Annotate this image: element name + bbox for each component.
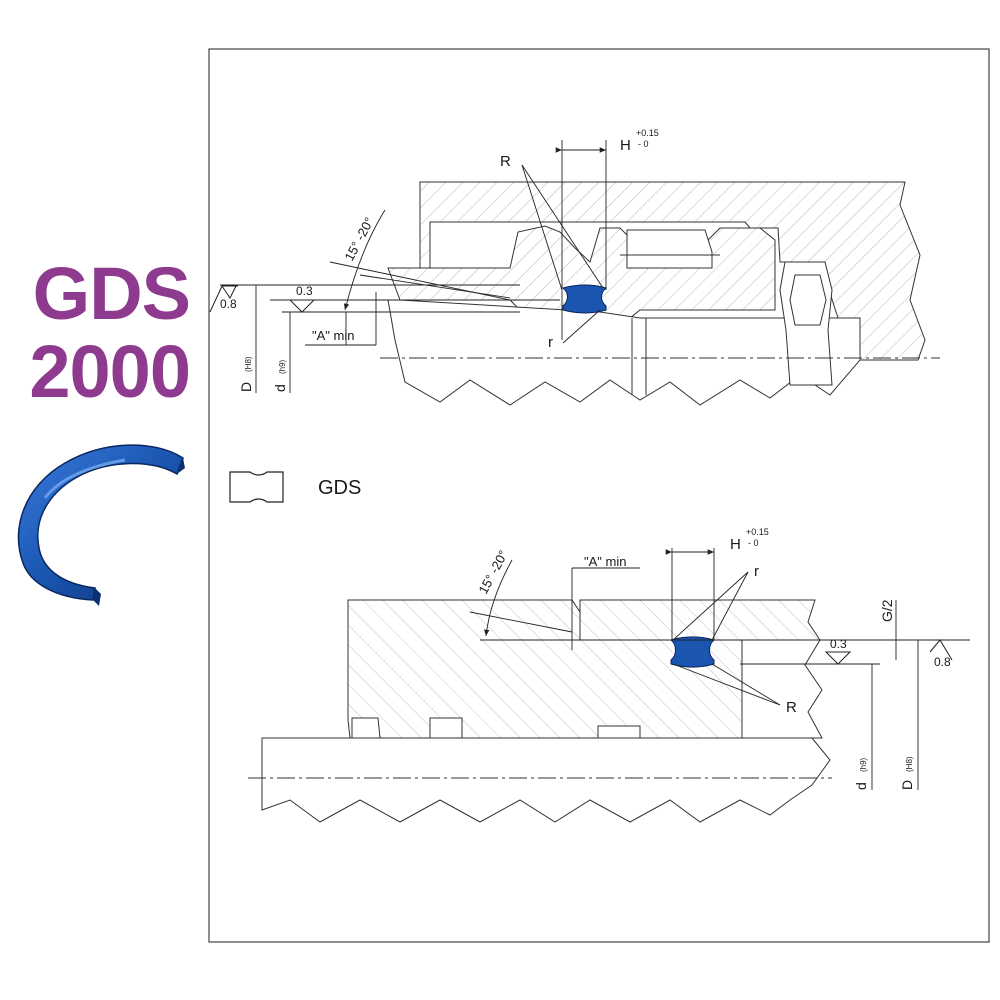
- top-a-min: "A" min: [312, 328, 354, 343]
- top-fit-D: (H8): [244, 356, 253, 372]
- top-label-R: R: [500, 153, 511, 170]
- bottom-label-H: H: [730, 536, 741, 553]
- bottom-fit-d: (h9): [859, 757, 868, 772]
- top-surface-08: 0.8: [220, 297, 237, 311]
- bottom-surface-03: 0.3: [830, 637, 847, 651]
- drawing-border: [208, 48, 990, 943]
- bottom-drawing: [261, 599, 831, 823]
- product-title: GDS 2000: [0, 252, 191, 413]
- bottom-g-half: G/2: [879, 599, 895, 622]
- top-drawing: [387, 181, 926, 406]
- top-label-H: H: [620, 137, 631, 154]
- top-tol-H-lower: - 0: [638, 139, 649, 149]
- top-angle-label: 15° -20°: [341, 215, 376, 264]
- bottom-tol-H-upper: +0.15: [746, 527, 769, 537]
- bottom-dim-D: D: [899, 780, 915, 790]
- seal-ring-image: [17, 444, 185, 606]
- bottom-fit-D: (H8): [905, 756, 914, 772]
- top-dim-D: D: [238, 382, 254, 392]
- product-title-line2: 2000: [29, 330, 191, 413]
- bottom-rod: [261, 737, 831, 823]
- bottom-a-min: "A" min: [584, 554, 626, 569]
- top-fit-d: (h9): [278, 359, 287, 374]
- bottom-dim-d: d: [853, 782, 869, 790]
- bottom-surface-mark-03: [824, 651, 852, 665]
- bottom-seal: [669, 636, 716, 668]
- product-title-line1: GDS: [32, 252, 191, 335]
- top-label-r: r: [548, 334, 553, 351]
- legend-label: GDS: [318, 477, 361, 499]
- top-seal: [561, 284, 608, 314]
- bottom-housing-upper: [579, 599, 821, 641]
- bottom-surface-08: 0.8: [934, 655, 951, 669]
- top-surface-mark-03: [288, 299, 316, 313]
- seal-profile-icon: [229, 471, 284, 503]
- bottom-tol-H-lower: - 0: [748, 538, 759, 548]
- top-dim-d: d: [272, 384, 288, 392]
- bottom-label-R: R: [786, 699, 797, 716]
- bottom-label-r: r: [754, 563, 759, 580]
- top-surface-03: 0.3: [296, 284, 313, 298]
- bottom-surface-mark-08: [929, 639, 953, 661]
- top-rod: [387, 299, 861, 406]
- top-tol-H-upper: +0.15: [636, 128, 659, 138]
